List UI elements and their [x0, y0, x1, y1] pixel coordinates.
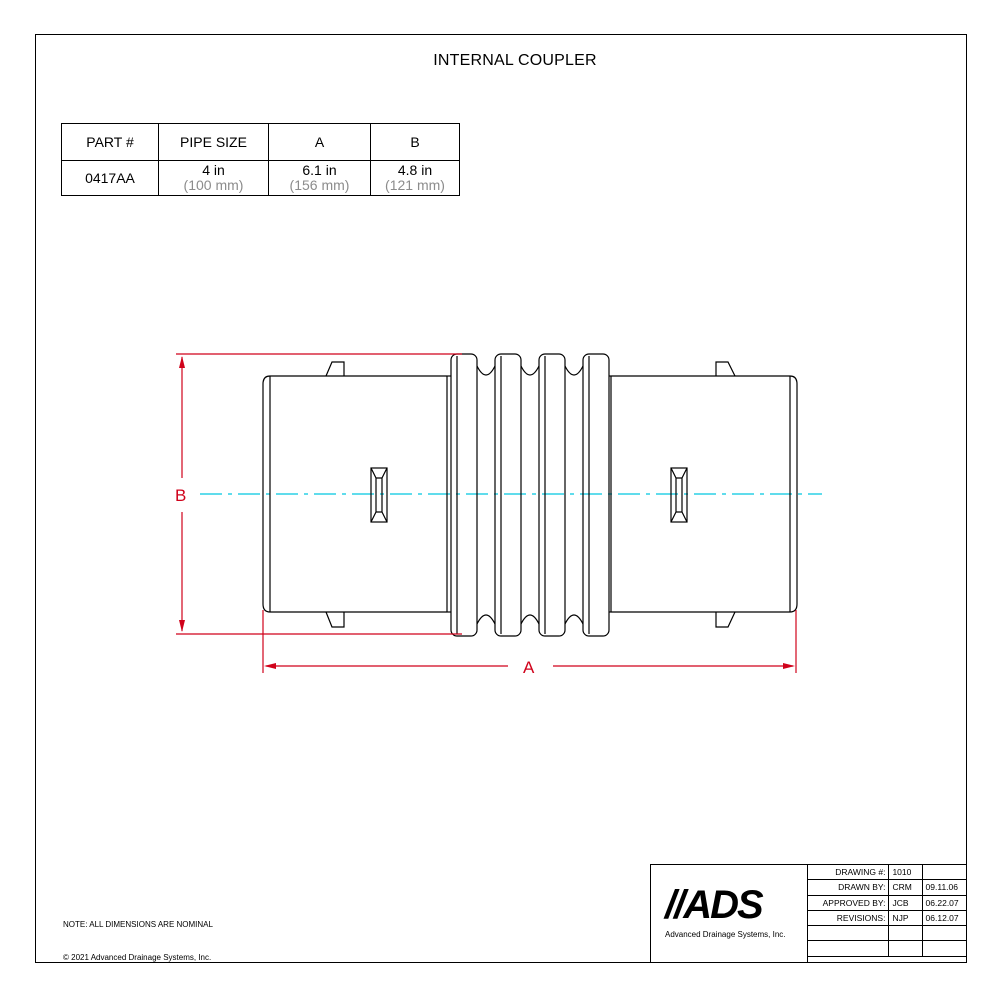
- top-valleys: [476, 365, 584, 376]
- window-right: [670, 467, 688, 523]
- cell-b: 4.8 in (121 mm): [370, 160, 460, 196]
- row-label: [808, 925, 890, 942]
- row-initials: [888, 925, 923, 942]
- row-initials: CRM: [888, 879, 923, 896]
- row-label: [808, 940, 890, 957]
- cell-part: 0417AA: [61, 160, 159, 196]
- revision-row: REVISIONS: NJP 06.12.07: [808, 910, 968, 927]
- dim-b-label: B: [175, 486, 186, 505]
- nominal-note: NOTE: ALL DIMENSIONS ARE NOMINAL: [63, 920, 213, 929]
- ring-3: [538, 353, 566, 637]
- dim-b-arrow-bottom: [179, 620, 185, 632]
- tab-top-left: [325, 361, 345, 377]
- revision-row: APPROVED BY: JCB 06.22.07: [808, 895, 968, 911]
- revision-row: DRAWN BY: CRM 09.11.06: [808, 879, 968, 896]
- ring-1: [450, 353, 478, 637]
- row-label: REVISIONS:: [808, 910, 890, 927]
- tab-bottom-left: [325, 611, 345, 628]
- row-label: DRAWN BY:: [808, 879, 890, 896]
- row-label: DRAWING #:: [808, 865, 890, 881]
- header-b: B: [370, 123, 460, 161]
- row-initials: 1010: [888, 865, 923, 881]
- drawing-title: INTERNAL COUPLER: [433, 52, 597, 69]
- revision-row: [808, 940, 968, 957]
- revision-table: DRAWING #: 1010 DRAWN BY: CRM 09.11.06 A…: [808, 865, 968, 957]
- logo-cell: //ADS Advanced Drainage Systems, Inc.: [651, 865, 808, 963]
- row-date: [922, 940, 968, 957]
- window-left: [370, 467, 388, 523]
- a-imperial: 6.1 in: [302, 162, 337, 178]
- b-metric: (121 mm): [385, 177, 445, 193]
- header-pipe-size: PIPE SIZE: [158, 123, 269, 161]
- header-a: A: [268, 123, 371, 161]
- right-spigot: [611, 375, 798, 613]
- copyright-text: © 2021 Advanced Drainage Systems, Inc.: [63, 953, 212, 962]
- dim-a-arrow-right: [783, 663, 795, 669]
- window-left-bevel: [370, 467, 388, 523]
- cell-pipe-size: 4 in (100 mm): [158, 160, 269, 196]
- row-label: APPROVED BY:: [808, 895, 890, 911]
- cell-a: 6.1 in (156 mm): [268, 160, 371, 196]
- left-spigot: [262, 375, 447, 613]
- spec-table-row: 0417AA 4 in (100 mm) 6.1 in (156 mm) 4.8…: [61, 160, 460, 196]
- pipe-size-imperial: 4 in: [202, 162, 225, 178]
- row-date: [922, 925, 968, 942]
- dimension-b: [176, 353, 462, 635]
- a-metric: (156 mm): [289, 177, 350, 193]
- dim-a-label: A: [523, 658, 535, 677]
- title-block: //ADS Advanced Drainage Systems, Inc. DR…: [650, 864, 968, 963]
- revision-row: DRAWING #: 1010: [808, 865, 968, 881]
- revision-row: [808, 925, 968, 942]
- row-date: 09.11.06: [922, 879, 968, 896]
- coupler-outline: [262, 353, 798, 637]
- ads-logo: //ADS: [665, 883, 764, 927]
- header-part: PART #: [61, 123, 159, 161]
- row-date: [922, 865, 968, 881]
- drawing-sheet-border: [35, 34, 967, 963]
- ring-4: [582, 353, 610, 637]
- b-imperial: 4.8 in: [397, 162, 433, 178]
- spec-table: PART # PIPE SIZE A B 0417AA 4 in (100 mm…: [61, 123, 460, 196]
- pipe-size-metric: (100 mm): [183, 177, 244, 193]
- bottom-valleys: [476, 614, 584, 625]
- row-date: 06.12.07: [922, 910, 968, 927]
- row-initials: NJP: [888, 910, 923, 927]
- spec-table-header-row: PART # PIPE SIZE A B: [61, 123, 460, 161]
- row-initials: JCB: [888, 895, 923, 911]
- dim-b-arrow-top: [179, 356, 185, 368]
- dim-a-arrow-left: [264, 663, 276, 669]
- tab-top-right: [715, 361, 736, 377]
- ads-logo-subtitle: Advanced Drainage Systems, Inc.: [665, 930, 786, 939]
- window-right-bevel: [670, 467, 688, 523]
- tab-bottom-right: [715, 611, 736, 628]
- ring-2: [494, 353, 522, 637]
- dimension-a: [262, 610, 797, 673]
- row-date: 06.22.07: [922, 895, 968, 911]
- row-initials: [888, 940, 923, 957]
